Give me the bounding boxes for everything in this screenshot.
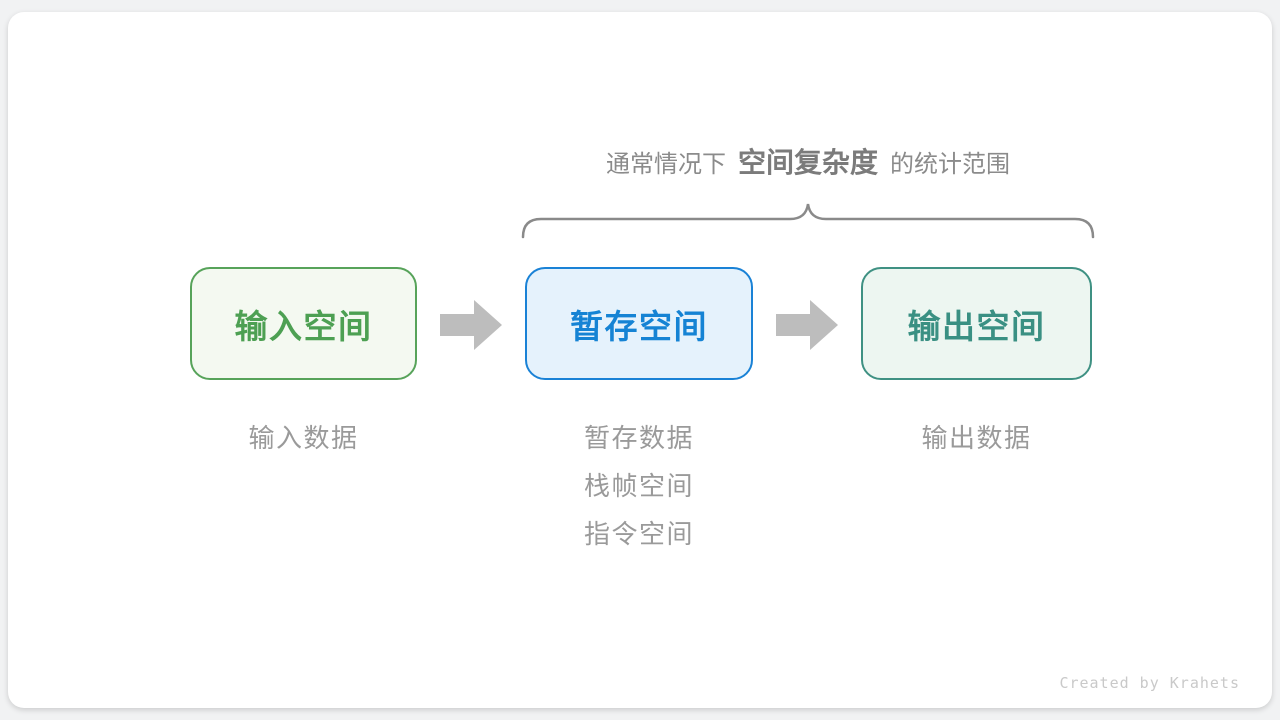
sub-label: 输入数据: [248, 423, 359, 453]
scope-brace: [521, 203, 1095, 239]
watermark-credit: Created by Krahets: [1059, 674, 1240, 692]
sub-label: 指令空间: [583, 519, 694, 549]
caption-prefix: 通常情况下: [605, 151, 726, 178]
scope-caption: 通常情况下空间复杂度的统计范围: [520, 146, 1096, 182]
sub-label: 输出数据: [921, 423, 1032, 453]
arrow-right-icon: [776, 300, 838, 350]
box-temp-space-label: 暂存空间: [570, 307, 708, 345]
box-input-space: 输入空间: [190, 267, 417, 380]
caption-suffix: 的统计范围: [890, 151, 1010, 178]
sub-label: 暂存数据: [583, 423, 694, 453]
sub-label: 栈帧空间: [583, 471, 694, 501]
output-space-details: 输出数据: [861, 414, 1092, 462]
box-input-space-label: 输入空间: [234, 307, 373, 345]
box-output-space-label: 输出空间: [907, 307, 1046, 345]
caption-highlight: 空间复杂度: [737, 147, 878, 178]
temp-space-details: 暂存数据 栈帧空间 指令空间: [525, 414, 753, 558]
box-temp-space: 暂存空间: [525, 267, 753, 380]
arrow-right-icon: [440, 300, 502, 350]
input-space-details: 输入数据: [190, 414, 417, 462]
box-output-space: 输出空间: [861, 267, 1092, 380]
